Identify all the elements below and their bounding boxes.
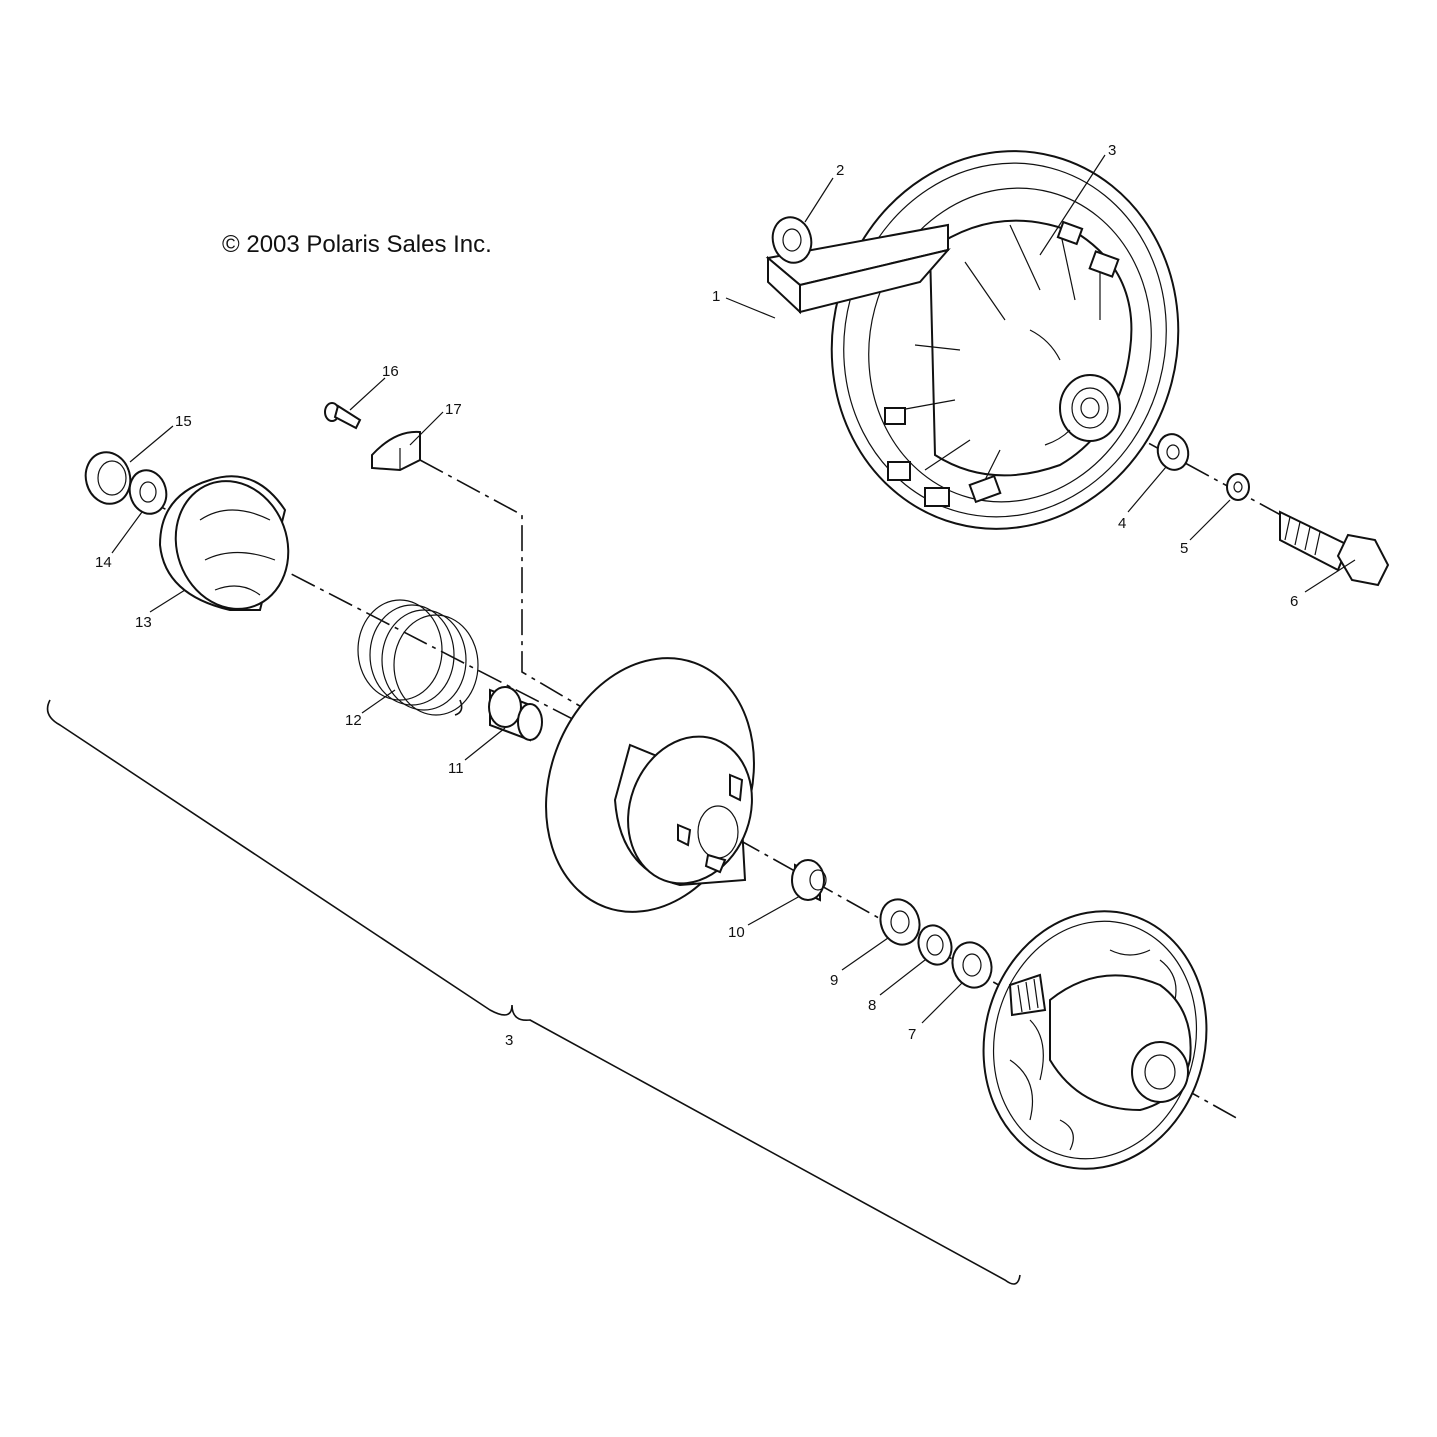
callout-11: 11 bbox=[448, 760, 464, 777]
wear-block bbox=[765, 223, 951, 315]
callout-3-assembly: 3 bbox=[505, 1032, 513, 1049]
callout-4: 4 bbox=[1118, 515, 1126, 532]
callout-16: 16 bbox=[382, 363, 399, 380]
assembly-bracket bbox=[46, 699, 1021, 1285]
lock-washer-5 bbox=[1226, 473, 1250, 501]
callout-13: 13 bbox=[135, 614, 152, 631]
screw-16 bbox=[324, 402, 362, 430]
callout-10: 10 bbox=[728, 924, 745, 941]
bushing-10 bbox=[791, 859, 827, 902]
callout-17: 17 bbox=[445, 401, 462, 418]
washer-7 bbox=[951, 941, 993, 989]
callout-1: 1 bbox=[712, 288, 720, 305]
bolt-6 bbox=[1279, 510, 1390, 587]
callout-6: 6 bbox=[1290, 593, 1298, 610]
copyright-text: © 2003 Polaris Sales Inc. bbox=[222, 231, 492, 258]
spring-12 bbox=[357, 599, 479, 716]
callout-9: 9 bbox=[830, 972, 838, 989]
stationary-sheave bbox=[982, 910, 1208, 1170]
callout-3: 3 bbox=[1108, 142, 1116, 159]
washer-14 bbox=[128, 469, 168, 515]
callout-15: 15 bbox=[175, 413, 192, 430]
washer-4 bbox=[1156, 433, 1190, 471]
callout-8: 8 bbox=[868, 997, 876, 1014]
callout-5: 5 bbox=[1180, 540, 1188, 557]
leader-lines bbox=[111, 154, 1356, 1024]
washer-8 bbox=[917, 924, 953, 966]
callout-12: 12 bbox=[345, 712, 362, 729]
ramp-button-17 bbox=[371, 430, 421, 472]
moveable-sheave bbox=[545, 657, 755, 913]
retaining-ring-15 bbox=[84, 451, 132, 505]
bushing-11 bbox=[488, 686, 543, 742]
center-axis-cam bbox=[419, 459, 591, 713]
callout-14: 14 bbox=[95, 554, 112, 571]
callout-7: 7 bbox=[908, 1026, 916, 1043]
callout-2: 2 bbox=[836, 162, 844, 179]
washer-9 bbox=[879, 898, 921, 946]
sheave-assembly-upper bbox=[830, 150, 1180, 530]
washer-2 bbox=[771, 216, 813, 264]
cam-13 bbox=[158, 475, 290, 611]
